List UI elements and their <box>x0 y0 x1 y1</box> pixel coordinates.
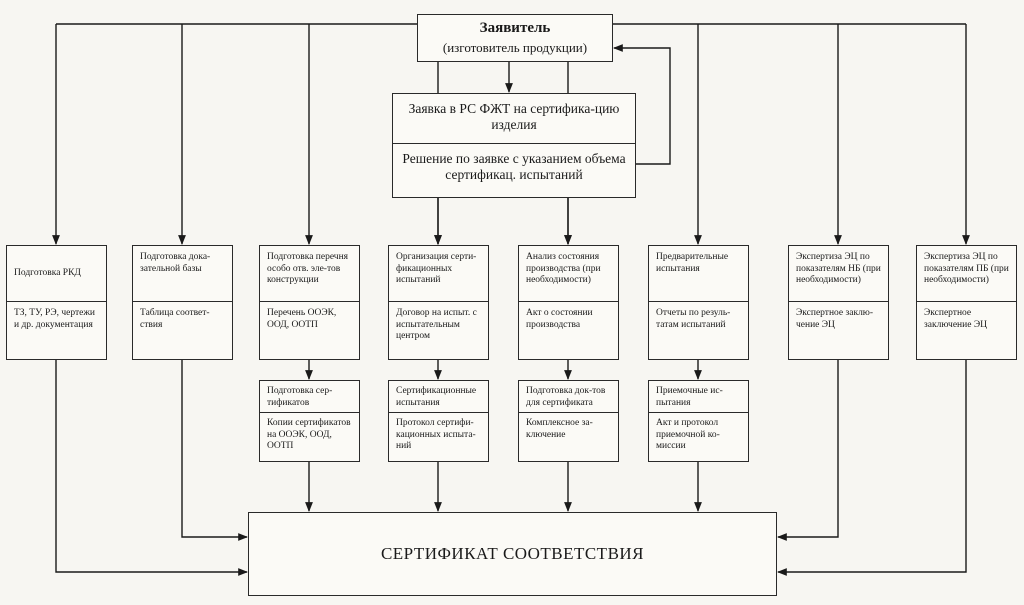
substage-result: Протокол сертифи-кационных испыта-ний <box>389 412 488 453</box>
request-box: Заявка в РС ФЖТ на сертифика-цию изделия… <box>392 93 636 198</box>
substage-title: Подготовка сер-тификатов <box>267 386 333 408</box>
stage-result: Экспертное заклю-чение ЭЦ <box>789 301 888 331</box>
substage-result: Акт и протокол приемочной ко-миссии <box>649 412 748 453</box>
arrow-evidence-to-certificate <box>181 360 248 541</box>
decision-text: Решение по заявке с указанием объема сер… <box>393 143 635 184</box>
arrow-rkd-to-certificate <box>55 360 248 576</box>
application-text: Заявка в РС ФЖТ на сертифика-цию изделия <box>408 101 620 133</box>
substage-title: Приемочные ис-пытания <box>656 386 723 408</box>
stage-title: Подготовка дока-зательной базы <box>140 252 211 274</box>
stage-title: Подготовка РКД <box>14 267 81 278</box>
stage-result: Акт о состоянии производства <box>519 301 618 331</box>
stage-result: Экспертное заключение ЭЦ <box>917 301 1016 331</box>
applicant-box: Заявитель (изготовитель продукции) <box>417 14 613 62</box>
substage-result: Комплексное за-ключение <box>519 412 618 441</box>
stage-result: Таблица соответ-ствия <box>133 301 232 331</box>
stage-result: Договор на испыт. с испытательным центро… <box>389 301 488 343</box>
stage-title: Экспертиза ЭЦ по показателям ПБ (при нео… <box>924 252 1009 286</box>
expertise-nb-box: Экспертиза ЭЦ по показателям НБ (при нео… <box>788 245 889 360</box>
stage-result: Отчеты по резуль-татам испытаний <box>649 301 748 331</box>
stage-result: ТЗ, ТУ, РЭ, чертежи и др. документация <box>7 301 106 331</box>
stage-title: Экспертиза ЭЦ по показателям НБ (при нео… <box>796 252 881 286</box>
substage-title: Сертификационные испытания <box>396 386 477 408</box>
stage-title: Организация серти-фикационных испытаний <box>396 252 477 286</box>
certificate-label: СЕРТИФИКАТ СООТВЕТСТВИЯ <box>380 544 645 563</box>
prepare-rkd-box: Подготовка РКД ТЗ, ТУ, РЭ, чертежи и др. … <box>6 245 107 360</box>
arrow-expertise-nb-to-certificate <box>777 360 839 541</box>
expertise-pb-box: Экспертиза ЭЦ по показателям ПБ (при нео… <box>916 245 1017 360</box>
stage-result: Перечень ООЭК, ООД, ООТП <box>260 301 359 331</box>
substage-title: Подготовка док-тов для сертификата <box>526 386 606 408</box>
substage-result: Копии сертификатов на ООЭК, ООД, ООТП <box>260 412 359 453</box>
stage-title: Анализ состояния производства (при необх… <box>526 252 601 286</box>
arrow-expertise-pb-to-certificate <box>777 360 967 576</box>
production-analysis-box: Анализ состояния производства (при необх… <box>518 245 619 360</box>
certificate-box: СЕРТИФИКАТ СООТВЕТСТВИЯ <box>248 512 777 596</box>
stage-title: Предварительные испытания <box>656 252 729 274</box>
applicant-subtitle: (изготовитель продукции) <box>442 40 588 55</box>
stage-title: Подготовка перечня особо отв. эле-тов ко… <box>267 252 349 286</box>
applicant-title: Заявитель <box>479 20 551 36</box>
critical-elements-list-box: Подготовка перечня особо отв. эле-тов ко… <box>259 245 360 360</box>
